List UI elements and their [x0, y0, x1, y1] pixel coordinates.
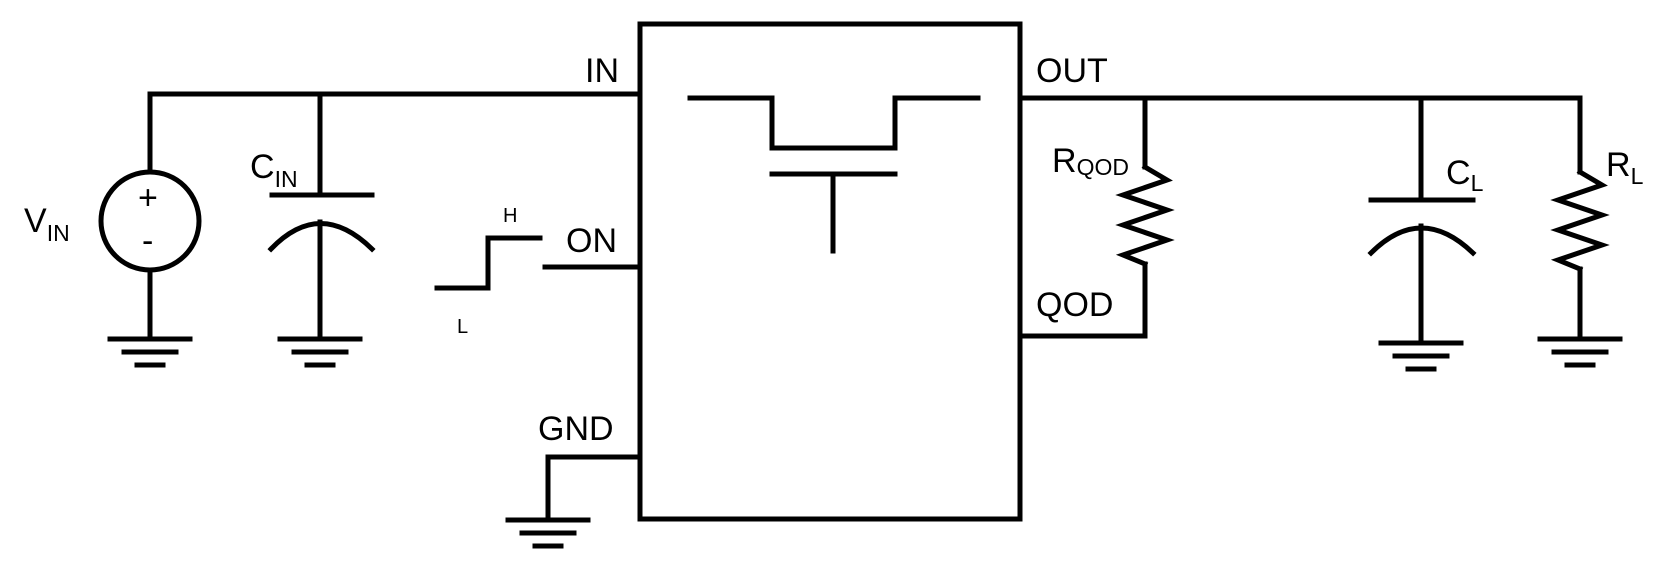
voltage-source: + - VIN	[24, 169, 202, 342]
pin-out-label: OUT	[1036, 52, 1108, 90]
load-resistor: RL	[1550, 95, 1644, 342]
ic-body	[637, 21, 1023, 522]
on-step-signal: H L	[434, 205, 543, 338]
ground-icon	[505, 517, 591, 549]
on-high-label: H	[503, 205, 517, 227]
on-low-label: L	[457, 316, 468, 338]
source-plus: +	[138, 179, 158, 217]
pin-gnd-label: GND	[538, 410, 614, 448]
source-label: VIN	[24, 202, 70, 246]
input-capacitor: CIN	[250, 91, 376, 342]
ground-icon	[1378, 340, 1464, 372]
mosfet-symbol	[687, 95, 981, 254]
qod-resistor-label: RQOD	[1052, 142, 1129, 180]
pin-qod-label: QOD	[1036, 286, 1113, 324]
pin-on-label: ON	[566, 222, 617, 260]
load-resistor-label: RL	[1606, 146, 1644, 189]
ground-icon	[1537, 336, 1623, 368]
load-capacitor: CL	[1367, 95, 1484, 346]
pin-in-label: IN	[585, 52, 619, 90]
load-cap-label: CL	[1446, 154, 1484, 196]
ground-icon	[277, 336, 363, 368]
qod-resistor: RQOD	[1017, 95, 1175, 339]
source-minus: -	[142, 222, 153, 260]
ground-icon	[107, 336, 193, 368]
input-rail	[147, 91, 643, 175]
gnd-wire	[545, 454, 643, 523]
input-cap-label: CIN	[250, 148, 298, 192]
